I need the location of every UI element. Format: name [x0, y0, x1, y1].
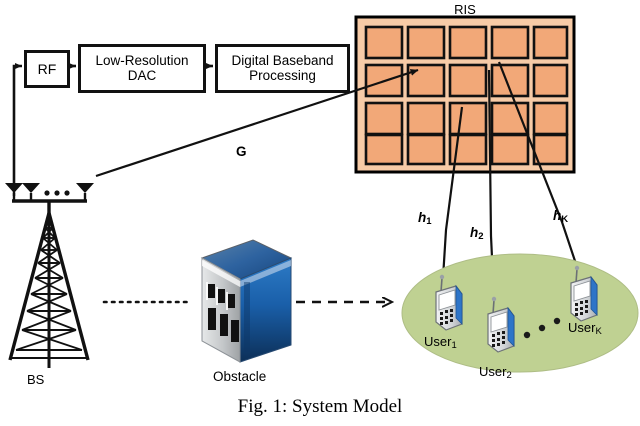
- baseband-block[interactable]: Digital Baseband Processing: [215, 44, 350, 93]
- link-g-label: G: [236, 144, 247, 159]
- figure-caption: Fig. 1: System Model: [237, 396, 403, 417]
- h2-symbol: h: [470, 225, 479, 240]
- obstacle-building: [200, 239, 293, 363]
- ris-label: RIS: [454, 2, 476, 17]
- ris-panel: [354, 15, 576, 174]
- baseband-block-label: Digital Baseband Processing: [231, 54, 333, 82]
- users-ellipsis: [523, 317, 561, 339]
- user-k-name: User: [568, 320, 596, 335]
- dac-line-1: Low-Resolution: [95, 53, 189, 69]
- user-device-2: [487, 296, 515, 353]
- ris-label-wrap: RIS: [0, 2, 640, 17]
- h2-subscript: 2: [478, 231, 484, 242]
- bs-label: BS: [27, 372, 45, 387]
- user-1-label: User1: [424, 334, 457, 351]
- user-1-name: User: [424, 334, 452, 349]
- h1-symbol: h: [418, 210, 427, 225]
- bs-antenna-array: [5, 183, 94, 215]
- link-hk: [497, 61, 580, 271]
- dbp-line-2: Processing: [249, 67, 316, 83]
- user-k-label: UserK: [568, 320, 602, 337]
- user-k-subscript: K: [595, 326, 602, 337]
- rf-block[interactable]: RF: [24, 50, 70, 88]
- user-device-1: [435, 274, 463, 331]
- user-2-subscript: 2: [506, 370, 512, 381]
- user-2-name: User: [479, 364, 507, 379]
- link-h1: [440, 106, 464, 279]
- dac-line-2: DAC: [127, 67, 157, 83]
- bs-tower: [8, 212, 90, 368]
- obstacle-label: Obstacle: [213, 369, 267, 384]
- hk-symbol: h: [553, 208, 562, 223]
- user-1-subscript: 1: [451, 340, 457, 351]
- hk-subscript: K: [561, 214, 569, 225]
- rf-block-label: RF: [37, 60, 57, 77]
- link-h2-label: h2: [470, 225, 484, 242]
- dac-block[interactable]: Low-Resolution DAC: [78, 44, 206, 93]
- dac-block-label: Low-Resolution DAC: [95, 54, 188, 82]
- h1-subscript: 1: [426, 216, 432, 227]
- link-g: [95, 68, 419, 178]
- user-2-label: User2: [479, 364, 512, 381]
- link-h1-label: h1: [418, 210, 432, 227]
- dbp-line-1: Digital Baseband: [231, 53, 334, 69]
- link-hk-label: hK: [553, 208, 568, 225]
- user-device-k: [570, 265, 598, 322]
